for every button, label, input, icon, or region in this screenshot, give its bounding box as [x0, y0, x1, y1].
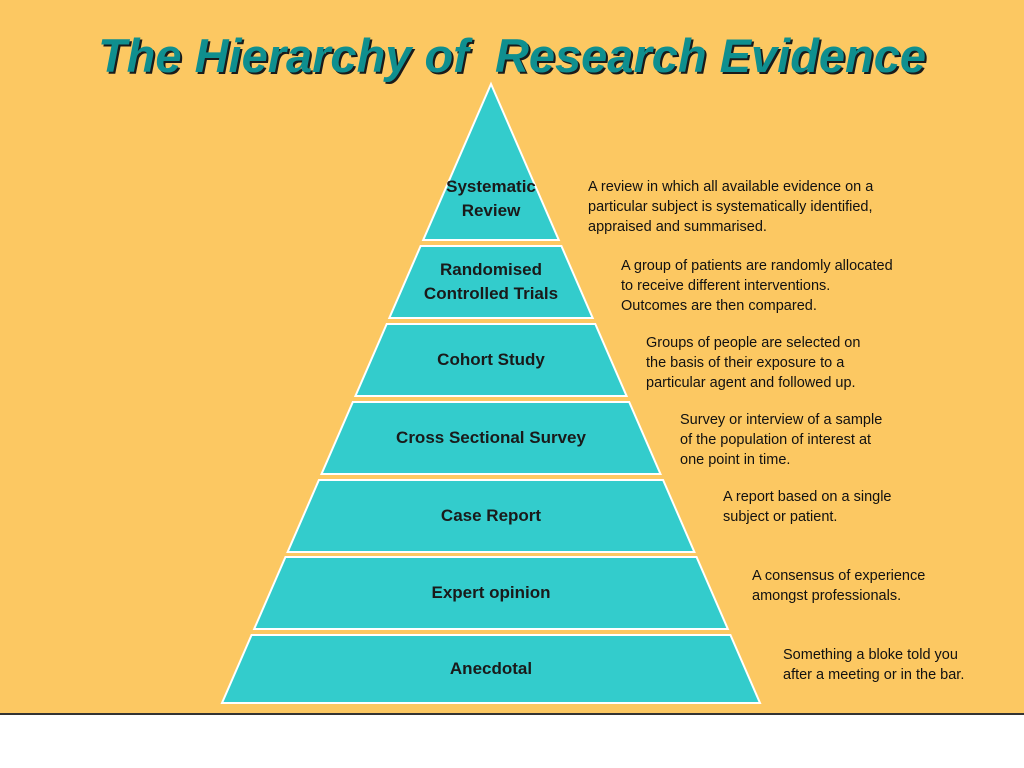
- tier-description-7: Something a bloke told you after a meeti…: [783, 647, 965, 683]
- pyramid-tier-4: [319, 401, 663, 475]
- slide-background: The Hierarchy of Research Evidence Syste…: [0, 0, 1024, 713]
- tier-label-2: Randomised Controlled Trials: [423, 260, 559, 303]
- pyramid-tier-7: [220, 634, 762, 704]
- tier-label-7: Anecdotal: [449, 659, 533, 678]
- page-title: The Hierarchy of Research Evidence: [97, 29, 927, 82]
- pyramid-tier-6: [252, 556, 730, 630]
- tier-label-6: Expert opinion: [431, 583, 551, 602]
- footer-bar: [0, 713, 1024, 768]
- tier-description-1: A review in which all available evidence…: [588, 179, 874, 235]
- tier-description-6: A consensus of experience amongst profes…: [752, 568, 926, 604]
- tier-description-2: A group of patients are randomly allocat…: [621, 258, 893, 314]
- tier-label-5: Case Report: [440, 506, 542, 525]
- pyramid-tier-3: [353, 323, 629, 397]
- pyramid-tier-5: [286, 479, 696, 553]
- tier-label-4: Cross Sectional Survey: [396, 428, 586, 447]
- pyramid-tier-2: [387, 245, 595, 319]
- tier-label-1: Systematic Review: [446, 177, 536, 220]
- tier-description-4: Survey or interview of a sample of the p…: [680, 412, 883, 468]
- tier-label-3: Cohort Study: [437, 350, 545, 369]
- tier-description-5: A report based on a single subject or pa…: [723, 489, 892, 525]
- tier-description-3: Groups of people are selected on the bas…: [646, 335, 861, 391]
- evidence-pyramid: [220, 81, 762, 704]
- pyramid-tier-1: [421, 81, 561, 241]
